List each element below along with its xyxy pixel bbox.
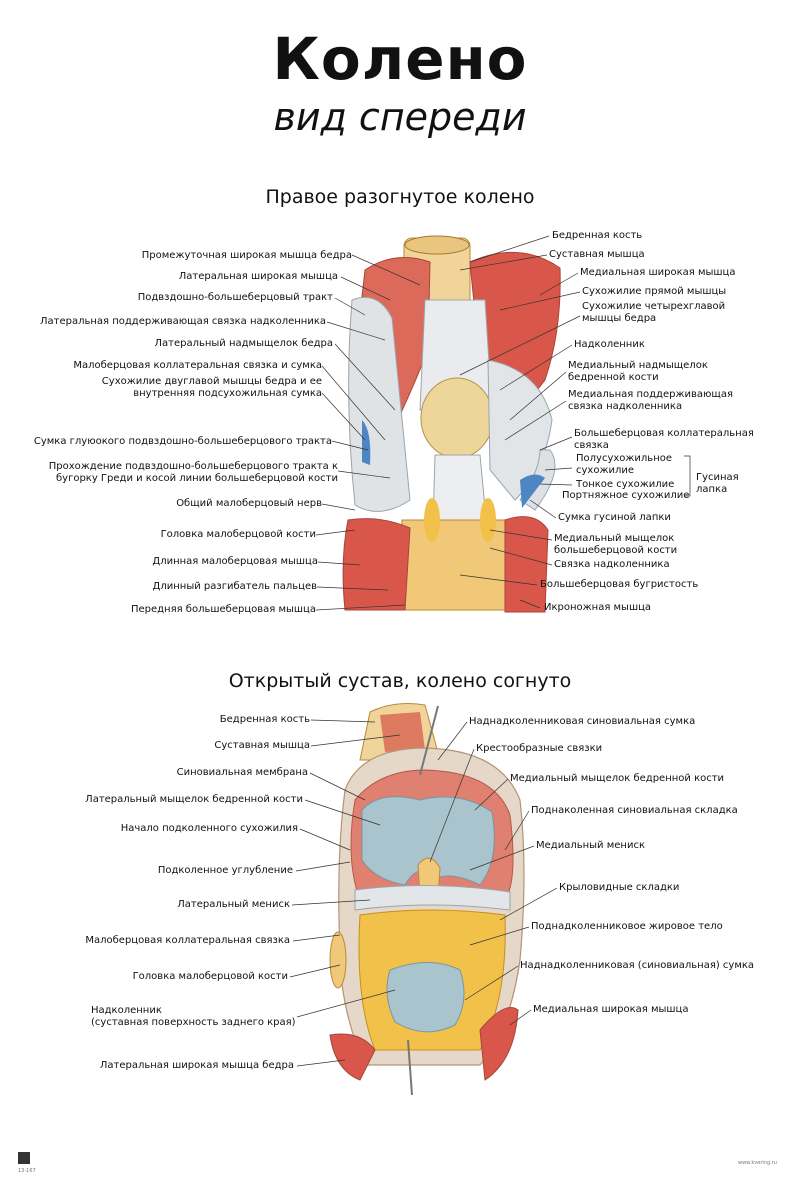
label-gastrocnemius: Икроножная мышца [544, 602, 652, 613]
label-extensor-digitorum: Длинный разгибатель пальцев [152, 581, 317, 592]
poster-title: Колено [272, 25, 528, 93]
open-joint-illustration [329, 703, 525, 1096]
label-common-peroneal-nerve: Общий малоберцовый нерв [176, 498, 322, 509]
label-sartorius: Портняжное сухожилие [562, 490, 690, 501]
label-lateral-epicondyle: Латеральный надмыщелок бедра [154, 338, 333, 349]
label2-vastus-medialis: Медиальная широкая мышца [533, 1004, 689, 1015]
label-femur: Бедренная кость [552, 230, 643, 241]
label2-vastus-lateralis: Латеральная широкая мышца бедра [99, 1060, 294, 1071]
label2-suprapatellar-synovial: Наднадколенниковая (синовиальная) сумка [520, 960, 755, 971]
label-tibialis-anterior: Передняя большеберцовая мышца [130, 604, 316, 615]
label2-popliteus-origin: Начало подколенного сухожилия [120, 823, 298, 834]
section1-heading: Правое разогнутое колено [265, 186, 535, 208]
label-tibial-tuberosity: Большеберцовая бугристость [540, 579, 699, 590]
label2-alar-folds: Крыловидные складки [559, 882, 680, 893]
extended-knee-illustration [342, 235, 561, 613]
label-patellar-ligament: Связка надколенника [554, 559, 670, 570]
label-gracilis: Тонкое сухожилие [576, 479, 675, 490]
label-pes-anserinus: Гусиная лапка [696, 472, 739, 495]
footer-code: 13-167 [18, 1168, 36, 1174]
label2-lateral-meniscus: Латеральный мениск [177, 899, 290, 910]
label-patella: Надколенник [574, 339, 645, 350]
footer-site: www.kvering.ru [738, 1160, 777, 1166]
label-vastus-medialis: Медиальная широкая мышца [580, 267, 736, 278]
label2-femur: Бедренная кость [219, 714, 310, 725]
label2-infrapatellar-fat: Поднадколенниковое жировое тело [531, 921, 723, 932]
label2-infrapatellar-fold: Поднаколенная синовиальная складка [531, 805, 738, 816]
label-quadriceps-tendon: Сухожилие четырехглавой мышцы бедра [582, 301, 726, 324]
label-peroneus-longus: Длинная малоберцовая мышца [152, 556, 318, 567]
label-deep-it-bursa: Сумка глуюокого подвздошно-большеберцово… [33, 436, 332, 447]
label-vastus-lateralis: Латеральная широкая мышца [178, 271, 338, 282]
leader-lines-1 [315, 235, 691, 611]
section2-heading: Открытый сустав, колено согнуто [228, 670, 572, 692]
label-medial-retinaculum: Медиальная поддерживающая связка надколе… [568, 389, 733, 412]
label-iliotibial-tract: Подвздошно-большеберцовый тракт [137, 292, 333, 303]
qr-code-icon [18, 1152, 30, 1164]
poster-subtitle: вид спереди [273, 95, 527, 139]
label-rectus-tendon: Сухожилие прямой мышцы [582, 286, 727, 297]
label2-patella-surface: Надколенник (суставная поверхность задне… [91, 1005, 296, 1028]
label2-suprapatellar-bursa: Наднадколенниковая синовиальная сумка [469, 716, 696, 727]
label-semitendinosus: Полусухожильное сухожилие [576, 453, 673, 476]
label2-popliteal-groove: Подколенное углубление [157, 865, 293, 876]
label2-cruciate-ligaments: Крестообразные связки [476, 743, 603, 754]
label2-medial-femoral-condyle: Медиальный мыщелок бедренной кости [510, 773, 725, 784]
label2-articularis-genus: Суставная мышца [214, 740, 310, 751]
label2-medial-meniscus: Медиальный мениск [536, 840, 645, 851]
label-medial-tibial-condyle: Медиальный мыщелок большеберцовой кости [554, 533, 678, 556]
label-lateral-retinaculum: Латеральная поддерживающая связка надкол… [39, 316, 326, 327]
label2-synovial-membrane: Синовиальная мембрана [176, 767, 308, 778]
label-medial-epicondyle: Медиальный надмыщелок бедренной кости [568, 360, 708, 383]
label-fibular-collateral: Малоберцовая коллатеральная связка и сум… [73, 360, 322, 371]
label2-fibula-head: Головка малоберцовой кости [132, 971, 288, 982]
label2-lateral-femoral-condyle: Латеральный мыщелок бедренной кости [85, 794, 303, 805]
label-articularis-genus: Суставная мышца [549, 249, 645, 260]
label-biceps-tendon: Сухожилие двуглавой мышцы бедра и ее вну… [101, 376, 322, 399]
leader-lines-2 [289, 719, 558, 1067]
label2-fibular-collateral: Малоберцовая коллатеральная связка [85, 935, 290, 946]
label-intermediate-vastus: Промежуточная широкая мышца бедра [141, 250, 352, 261]
label-it-tract-insertion: Прохождение подвздошно-большеберцового т… [48, 461, 338, 484]
label-pes-anserinus-bursa: Сумка гусиной лапки [558, 512, 671, 523]
label-fibula-head: Головка малоберцовой кости [160, 529, 316, 540]
label-tibial-collateral: Большеберцовая коллатеральная связка [574, 428, 754, 451]
